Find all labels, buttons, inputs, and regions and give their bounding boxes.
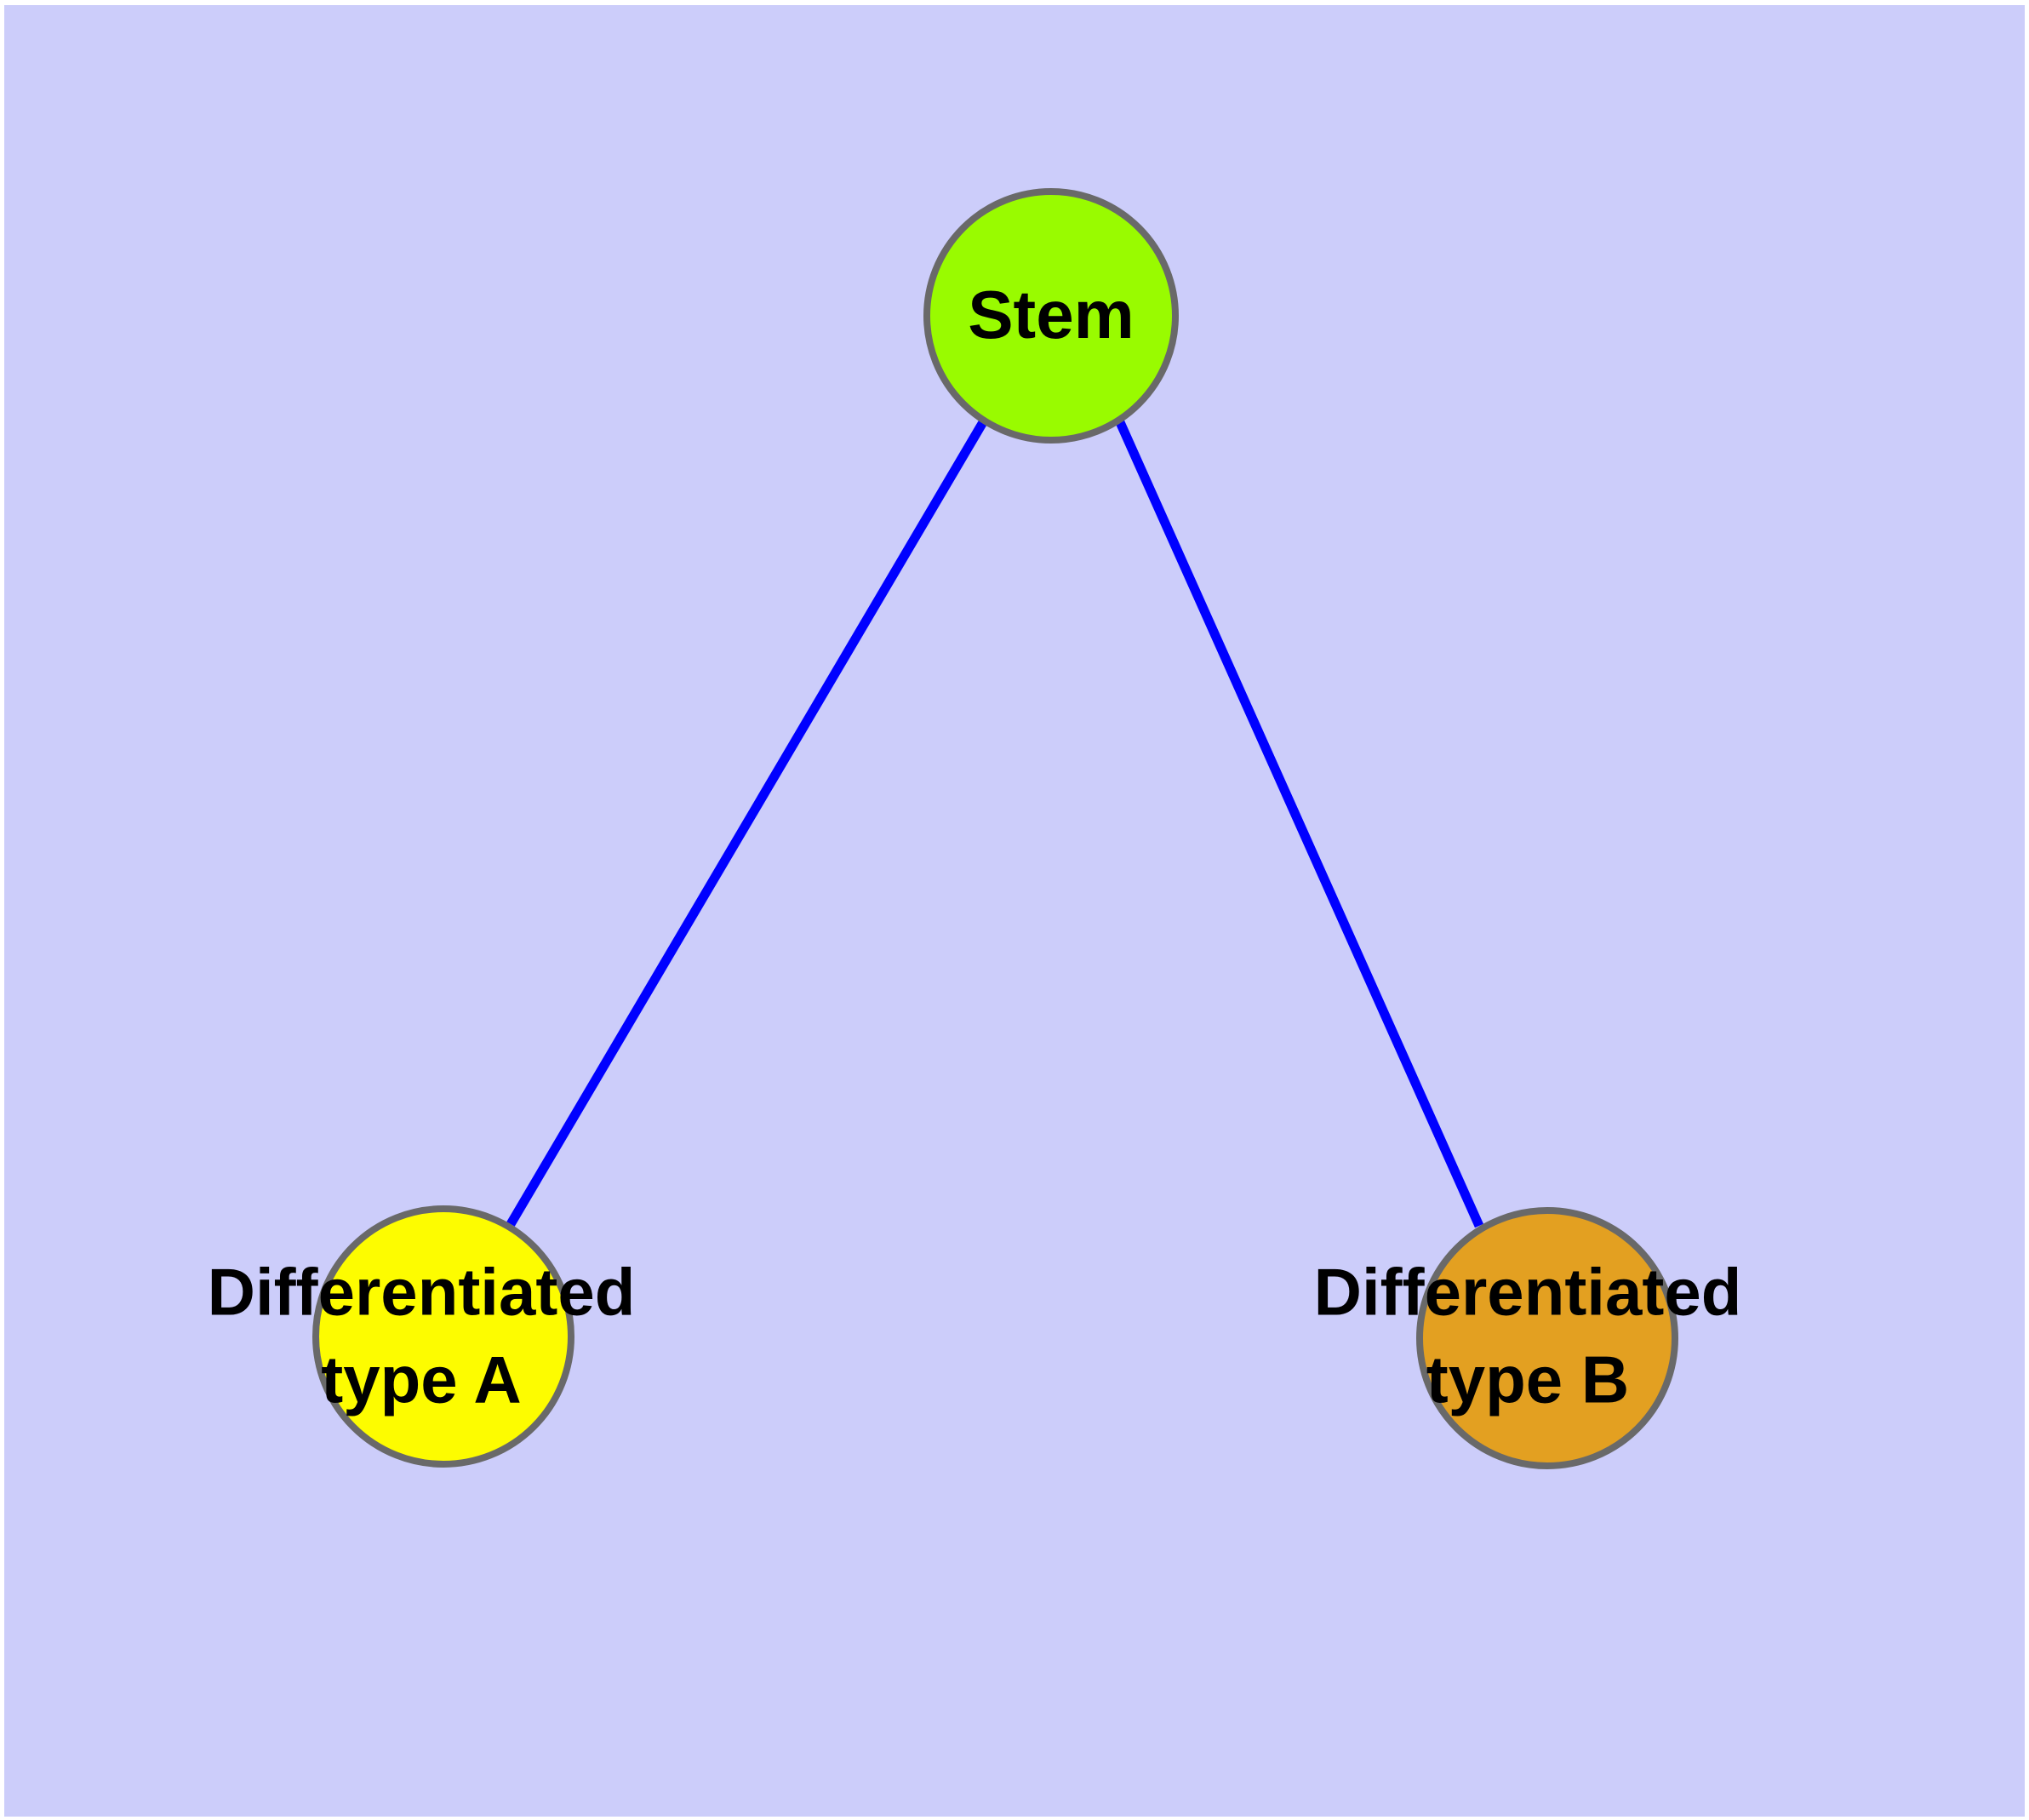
edge-stem-to-differentiated-type-b[interactable] [1115,420,1484,1228]
node-stem[interactable] [923,188,1179,444]
node-differentiated-type-a[interactable] [312,1205,574,1468]
node-differentiated-type-b[interactable] [1416,1207,1678,1469]
node-stem-label: Stem [968,277,1135,352]
edge-stem-to-differentiated-type-a[interactable] [506,420,987,1227]
node-differentiated-type-a-label-line1: Differentiated [208,1255,636,1330]
edge-layer [506,420,1484,1228]
label-layer: Stem Differentiated type A Differentiate… [208,277,1742,1417]
node-differentiated-type-a-label-line2: type A [321,1342,522,1417]
node-differentiated-type-b-circle[interactable] [1416,1207,1678,1469]
node-differentiated-type-b-label-line1: Differentiated [1314,1255,1742,1330]
node-layer [312,188,1678,1469]
node-differentiated-type-a-circle[interactable] [312,1205,574,1468]
node-stem-circle[interactable] [923,188,1179,444]
node-differentiated-type-b-label-line2: type B [1426,1342,1629,1417]
